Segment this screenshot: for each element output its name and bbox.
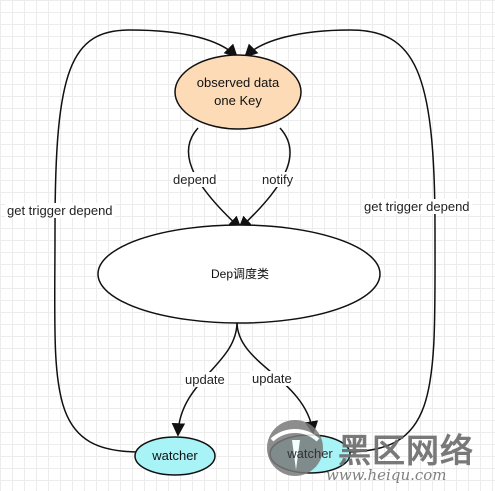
watermark-text: 黑区网络 bbox=[338, 431, 474, 470]
observed-data-line2: one Key bbox=[214, 93, 262, 108]
watermark-url: www.heiqu.com bbox=[326, 466, 447, 484]
observed-data-label: observed data one Key bbox=[175, 74, 301, 110]
watcher-right-label: watcher bbox=[287, 446, 333, 461]
dep-node bbox=[97, 224, 381, 324]
edge-notify bbox=[238, 127, 291, 230]
edge-label-update-right: update bbox=[250, 371, 294, 386]
edge-get-trigger-right bbox=[244, 29, 436, 453]
edge-label-get-trigger-right: get trigger depend bbox=[362, 199, 472, 214]
observed-data-node bbox=[174, 54, 302, 130]
watcher-left-label: watcher bbox=[152, 448, 198, 463]
watermark-logo-icon bbox=[267, 420, 323, 476]
watcher-left-node bbox=[134, 436, 216, 476]
edge-label-depend: depend bbox=[171, 172, 219, 187]
edge-get-trigger-left bbox=[53, 29, 238, 453]
edge-depend bbox=[187, 127, 242, 230]
edge-label-notify: notify bbox=[260, 172, 296, 187]
observed-data-line1: observed data bbox=[196, 75, 280, 90]
edge-label-get-trigger-left: get trigger depend bbox=[5, 203, 115, 218]
edge-label-update-left: update bbox=[183, 372, 227, 387]
dep-label: Dep调度类 bbox=[210, 267, 269, 281]
